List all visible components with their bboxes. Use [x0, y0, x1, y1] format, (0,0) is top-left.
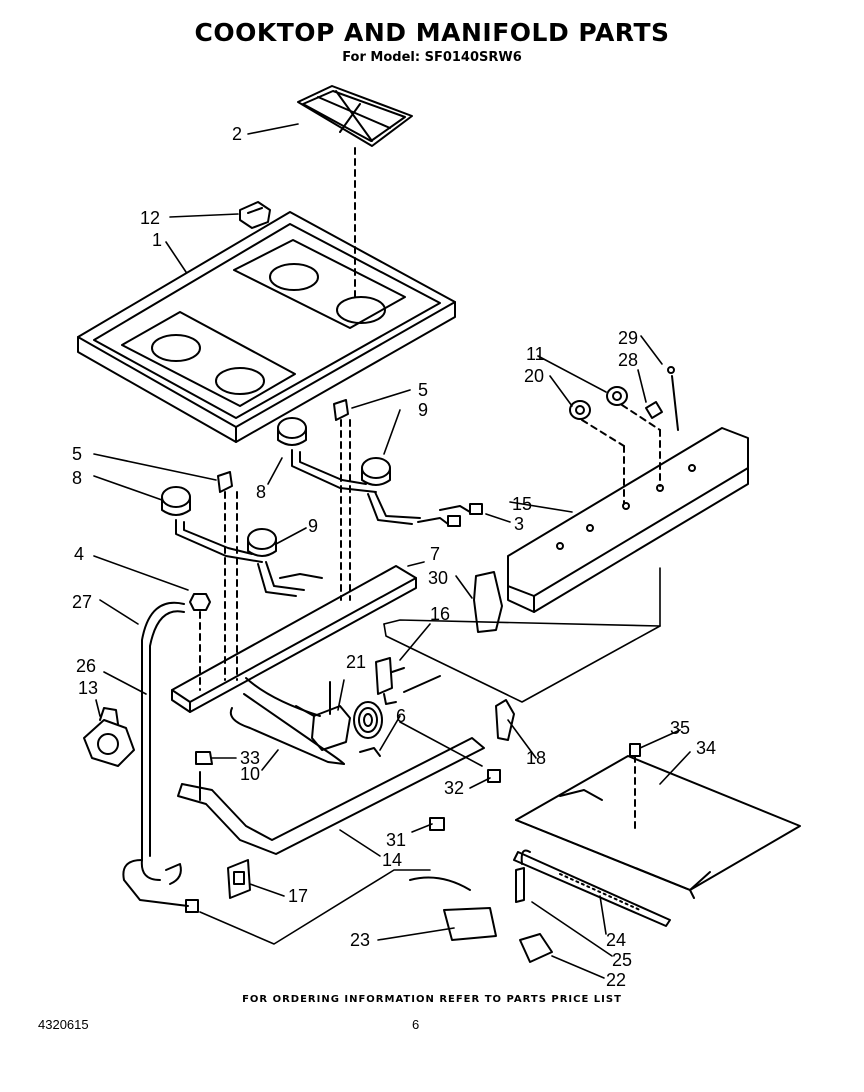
model-number: For Model: SF0140SRW6	[342, 50, 522, 65]
callout-5-front: 5	[72, 444, 82, 464]
callout-29: 29	[618, 328, 638, 348]
callout-32: 32	[444, 778, 464, 798]
callout-22: 22	[606, 970, 626, 990]
igniter-assembly	[409, 867, 553, 963]
callout-27: 27	[72, 592, 92, 612]
leader-lines	[93, 123, 691, 979]
ignition-wire	[229, 677, 345, 765]
callout-7: 7	[430, 544, 440, 564]
bracket-17	[227, 859, 251, 899]
oven-burner	[513, 849, 671, 927]
gas-valve	[295, 681, 351, 751]
callout-9-front: 9	[308, 516, 318, 536]
callout-34: 34	[696, 738, 716, 758]
orifice-fittings	[417, 503, 483, 527]
callout-10: 10	[240, 764, 260, 784]
callout-26: 26	[76, 656, 96, 676]
spark-electrode	[359, 675, 441, 757]
nut	[189, 593, 211, 611]
callout-18: 18	[526, 748, 546, 768]
knob-guide-1	[581, 419, 625, 447]
callout-4: 4	[74, 544, 84, 564]
callout-15: 15	[512, 494, 532, 514]
burner-rail	[177, 737, 485, 855]
callout-13: 13	[78, 678, 98, 698]
callout-30: 30	[428, 568, 448, 588]
thermostat-coil	[353, 701, 383, 739]
harness-route-3	[199, 869, 431, 945]
callout-24: 24	[606, 930, 626, 950]
callout-9-rear: 9	[418, 400, 428, 420]
manifold-panel	[507, 427, 749, 613]
cooktop-bracket	[239, 201, 271, 229]
document-number: 4320615	[38, 1017, 89, 1032]
front-burner-assembly	[161, 471, 323, 597]
burner-mounting-bracket	[495, 699, 515, 741]
callout-20: 20	[524, 366, 544, 386]
callout-28: 28	[618, 350, 638, 370]
callout-31: 31	[386, 830, 406, 850]
callout-2: 2	[232, 124, 242, 144]
page-number: 6	[412, 1017, 420, 1032]
callout-numbers: 2 12 1 5 9 5 8 8 9 15 3 11 20 29 28 4 27…	[72, 124, 716, 990]
callout-25: 25	[612, 950, 632, 970]
callout-8-front: 8	[72, 468, 82, 488]
callout-14: 14	[382, 850, 402, 870]
callout-8-rear: 8	[256, 482, 266, 502]
heat-shield	[515, 755, 801, 899]
callout-23: 23	[350, 930, 370, 950]
burner-grate	[297, 85, 413, 147]
page-title: COOKTOP AND MANIFOLD PARTS	[194, 18, 670, 47]
callout-21: 21	[346, 652, 366, 672]
callout-3: 3	[514, 514, 524, 534]
screws	[195, 743, 641, 831]
callout-17: 17	[288, 886, 308, 906]
callout-33: 33	[240, 748, 260, 768]
cooktop	[77, 211, 456, 443]
callout-6: 6	[396, 706, 406, 726]
side-bracket	[473, 571, 503, 633]
harness-route-1	[383, 567, 661, 627]
rear-burner-assembly	[277, 399, 421, 525]
spark-module	[375, 657, 405, 705]
control-knobs	[569, 366, 679, 431]
harness-route-2	[383, 623, 661, 703]
knob-guide-3	[621, 404, 661, 431]
harness-route-4	[399, 721, 483, 767]
burner-support-bracket	[171, 565, 417, 713]
callout-12: 12	[140, 208, 160, 228]
gas-tubing	[122, 601, 199, 913]
ordering-note: FOR ORDERING INFORMATION REFER TO PARTS …	[242, 994, 622, 1005]
callout-11: 11	[526, 344, 545, 364]
callout-5-rear: 5	[418, 380, 428, 400]
callout-35: 35	[670, 718, 690, 738]
callout-16: 16	[430, 604, 450, 624]
callout-1: 1	[152, 230, 162, 250]
pressure-regulator	[83, 707, 135, 767]
